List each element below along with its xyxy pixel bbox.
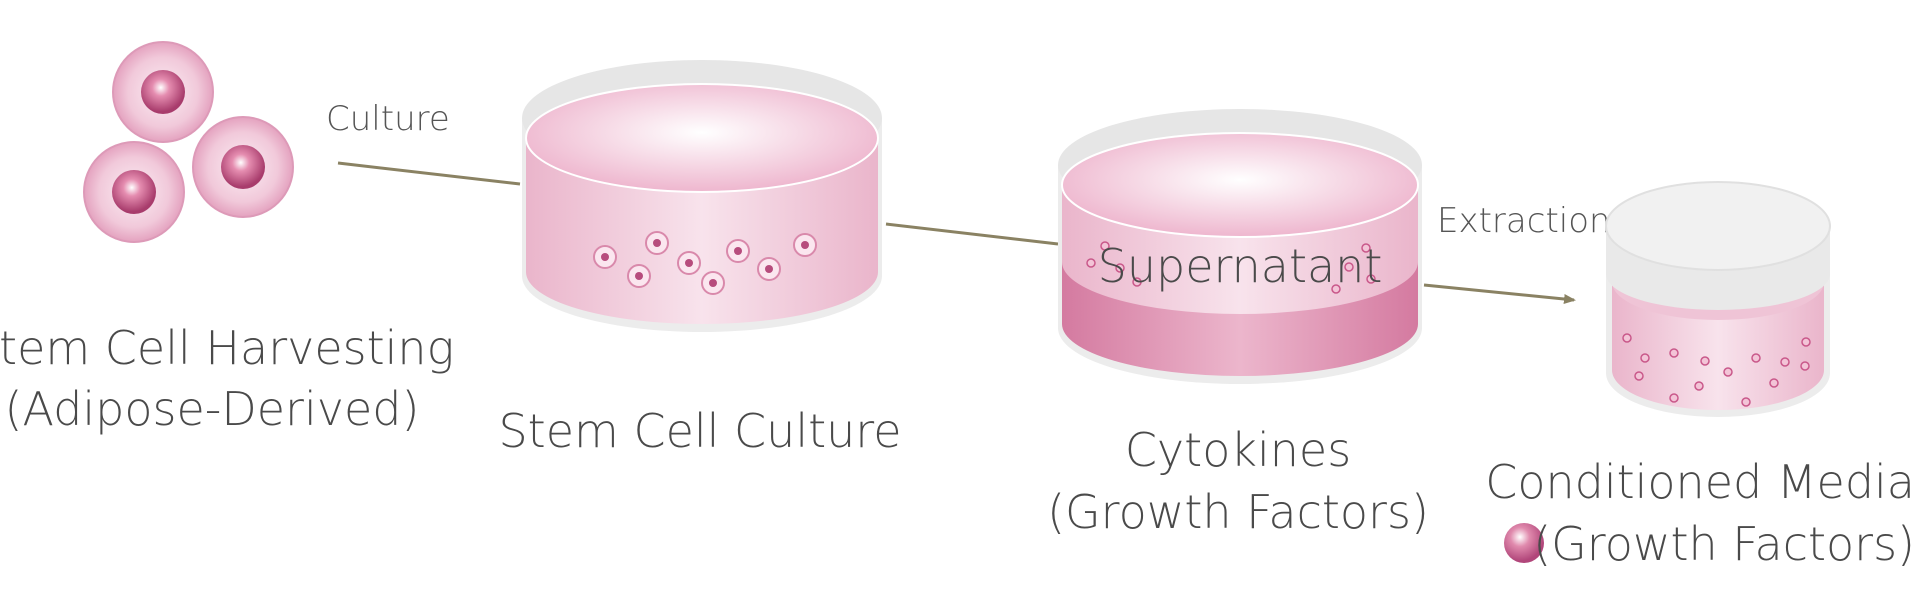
extraction-action-label: Extraction — [1437, 201, 1611, 241]
conditioned-label-line2: (Growth Factors) — [1533, 517, 1915, 571]
culture-dish-icon — [522, 60, 882, 332]
growth-factor-dots — [1622, 333, 1811, 407]
cytokine-particles — [1086, 241, 1376, 294]
harvest-label-line1: Stem Cell Harvesting — [0, 321, 454, 375]
growth-factor-dot-icon — [1504, 523, 1544, 563]
culture-action-label: Culture — [326, 99, 450, 139]
connector-line-2 — [885, 222, 1059, 246]
conditioned-label-line1: Conditioned Media — [1485, 455, 1915, 509]
supernatant-label: Supernatant — [1098, 239, 1383, 293]
conditioned-media-jar-icon — [1605, 181, 1831, 417]
culture-cells — [593, 231, 817, 295]
harvest-label-line2: (Adipose-Derived) — [5, 382, 420, 436]
supernatant-dish-icon — [1058, 109, 1422, 384]
stem-cells-icon — [83, 41, 294, 243]
connector-line-1 — [337, 161, 521, 186]
culture-label: Stem Cell Culture — [498, 404, 901, 458]
cytokines-label-line1: Cytokines — [1125, 423, 1351, 477]
cytokines-label-line2: (Growth Factors) — [1047, 485, 1429, 539]
extraction-arrow — [1423, 283, 1576, 304]
